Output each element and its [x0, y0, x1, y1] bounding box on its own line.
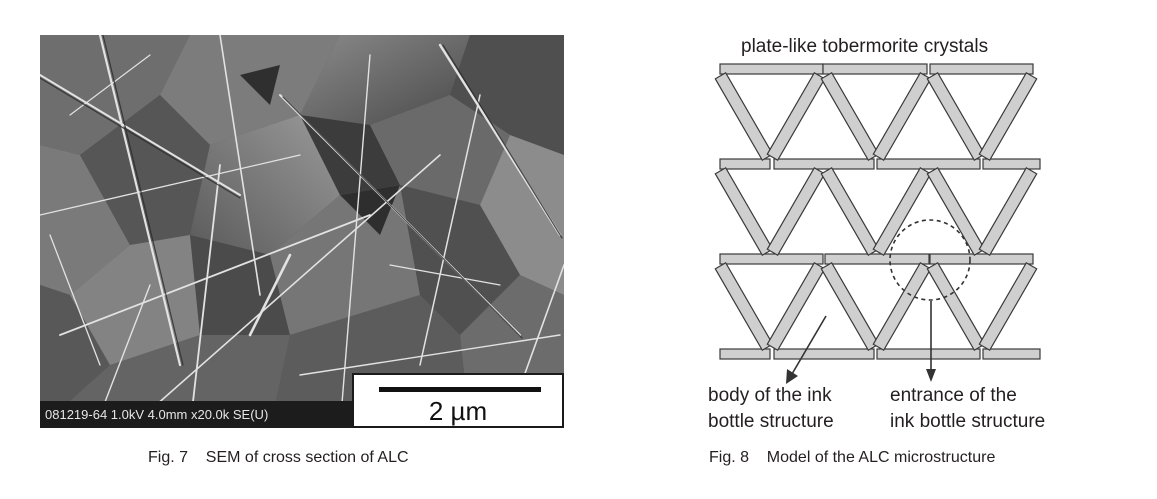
diagonal-plate [766, 261, 826, 352]
lattice-diagram [714, 63, 1041, 384]
entrance-label-line2: ink bottle structure [890, 411, 1046, 432]
scale-bar [379, 387, 541, 392]
figure-7-caption: Fig. 7 SEM of cross section of ALC [148, 449, 409, 466]
horizontal-plate [773, 348, 875, 360]
alc-microstructure-model: plate-like tobermorite crystals body of … [690, 28, 1130, 448]
horizontal-plate [773, 158, 875, 170]
sem-micrograph: 081219-64 1.0kV 4.0mm x20.0k SE(U) 2 µm [40, 35, 564, 428]
diagonal-plate [820, 71, 880, 162]
body-arrow-line [791, 315, 827, 375]
horizontal-plate [982, 158, 1041, 170]
diagonal-plate [820, 166, 880, 257]
sem-info-strip: 081219-64 1.0kV 4.0mm x20.0k SE(U) [40, 401, 352, 428]
sem-image [40, 35, 564, 428]
horizontal-plate [824, 253, 930, 265]
diagonal-plate [820, 261, 880, 352]
scale-bar-box: 2 µm [352, 373, 564, 428]
sem-info-text: 081219-64 1.0kV 4.0mm x20.0k SE(U) [45, 407, 269, 422]
scale-bar-label: 2 µm [428, 396, 488, 426]
diagonal-plate [766, 166, 826, 257]
horizontal-plate [982, 348, 1041, 360]
diagonal-plate [926, 261, 986, 352]
horizontal-plate [876, 348, 981, 360]
diagonal-plate [714, 166, 774, 257]
body-arrow-head [786, 369, 798, 384]
entrance-arrow-head [926, 369, 936, 382]
diagonal-plates [714, 71, 1038, 352]
diagonal-plate [978, 261, 1038, 352]
horizontal-plates [719, 63, 1041, 360]
diagonal-plate [978, 166, 1038, 257]
body-label-line2: bottle structure [708, 411, 834, 432]
diagonal-plate [926, 166, 986, 257]
body-label-line1: body of the ink [708, 385, 832, 406]
diagonal-plate [978, 71, 1038, 162]
horizontal-plate [719, 348, 771, 360]
horizontal-plate [929, 253, 1034, 265]
tobermorite-crystals-label: plate-like tobermorite crystals [741, 36, 989, 57]
horizontal-plate [719, 158, 771, 170]
figure-8-caption: Fig. 8 Model of the ALC microstructure [709, 449, 996, 466]
diagonal-plate [714, 261, 774, 352]
horizontal-plate [719, 253, 824, 265]
horizontal-plate [876, 158, 981, 170]
diagonal-plate [872, 166, 932, 257]
diagonal-plate [926, 71, 986, 162]
entrance-label-line1: entrance of the [890, 385, 1017, 406]
diagonal-plate [766, 71, 826, 162]
diagonal-plate [872, 71, 932, 162]
diagonal-plate [872, 261, 932, 352]
diagonal-plate [714, 71, 774, 162]
ink-bottle-entrance-circle [889, 219, 971, 301]
horizontal-plate [719, 63, 824, 75]
horizontal-plate [929, 63, 1034, 75]
horizontal-plate [822, 63, 928, 75]
